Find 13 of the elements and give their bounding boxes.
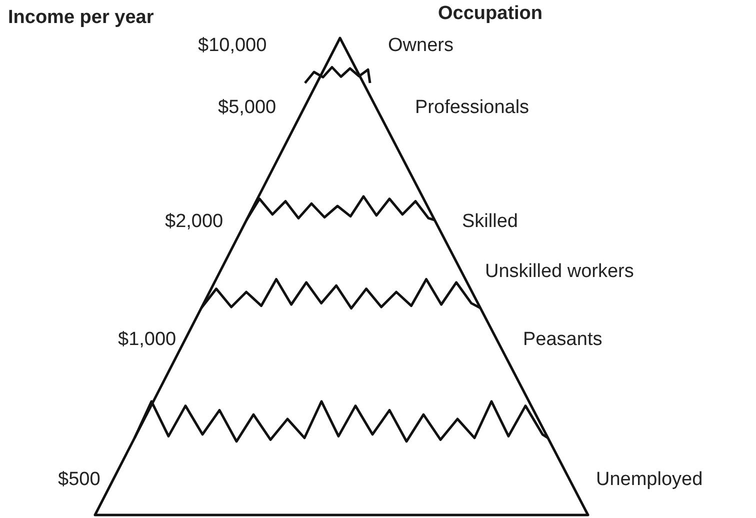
axis-title: Occupation bbox=[438, 4, 543, 25]
occupation-label: Skilled bbox=[462, 212, 518, 233]
income-label: $2,000 bbox=[165, 212, 224, 233]
occupation-label: Professionals bbox=[415, 98, 530, 119]
occupation-label: Unemployed bbox=[596, 470, 703, 491]
occupation-label: Unskilled workers bbox=[485, 262, 634, 283]
axis-title: Income per year bbox=[8, 8, 154, 29]
occupation-label: Peasants bbox=[523, 330, 602, 351]
income-label: $5,000 bbox=[218, 98, 276, 119]
income-label: $500 bbox=[58, 470, 100, 491]
income-label: $1,000 bbox=[118, 330, 176, 351]
income-label: $10,000 bbox=[198, 36, 267, 57]
occupation-label: Owners bbox=[388, 36, 454, 57]
